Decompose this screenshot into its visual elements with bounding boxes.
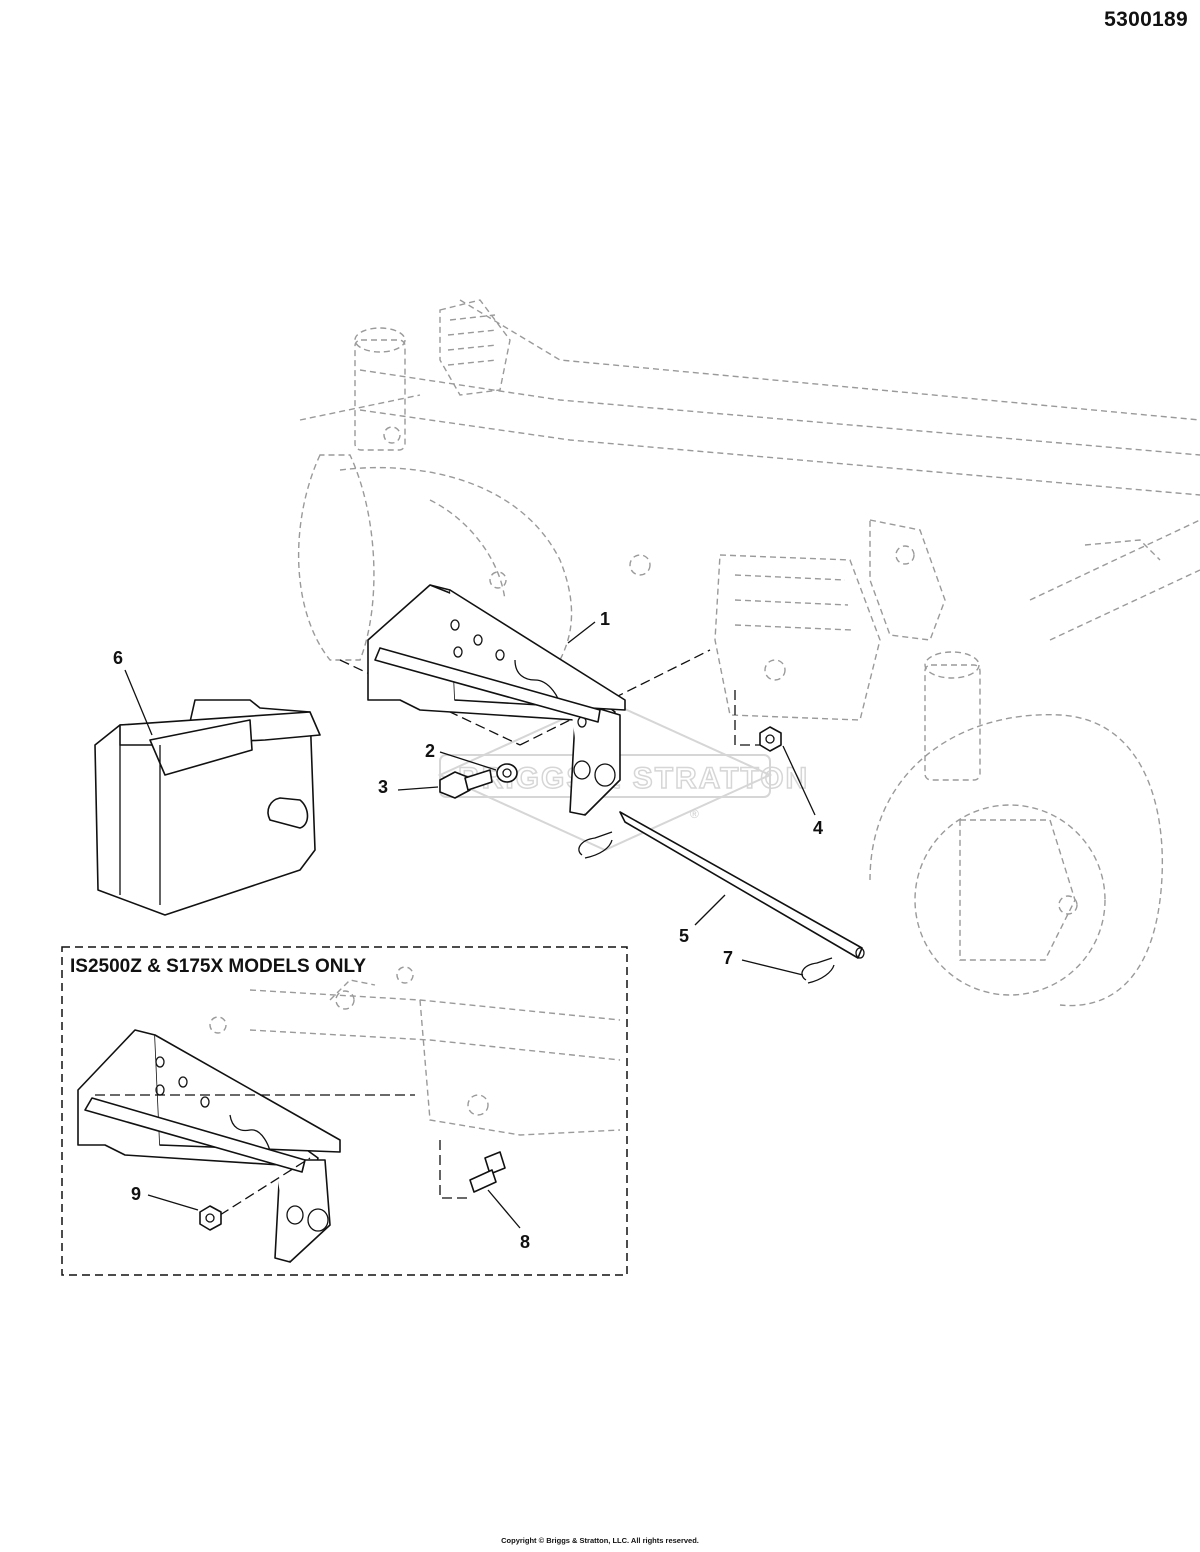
callout-4: 4 bbox=[813, 818, 823, 838]
copyright-notice: Copyright © Briggs & Stratton, LLC. All … bbox=[501, 1536, 699, 1545]
document-number: 5300189 bbox=[1104, 8, 1188, 31]
shoulder-bolt-part bbox=[469, 1151, 506, 1193]
callout-1: 1 bbox=[600, 609, 610, 629]
callout-9: 9 bbox=[131, 1184, 141, 1204]
hex-nut-part bbox=[759, 726, 782, 752]
callout-5: 5 bbox=[679, 926, 689, 946]
suitcase-weight-part bbox=[94, 699, 321, 916]
callout-8: 8 bbox=[520, 1232, 530, 1252]
callout-leaders bbox=[124, 621, 816, 1229]
bolt-part bbox=[439, 769, 493, 799]
callout-3: 3 bbox=[378, 777, 388, 797]
callout-6: 6 bbox=[113, 648, 123, 668]
rod-part bbox=[619, 811, 865, 959]
watermark-trademark: ® bbox=[690, 807, 699, 821]
callout-numbers: 1 2 3 4 5 6 7 8 9 bbox=[113, 609, 823, 1252]
brand-watermark-logo: BRIGGS & STRATTON ® bbox=[437, 698, 808, 852]
washer-part bbox=[496, 763, 518, 783]
callout-7: 7 bbox=[723, 948, 733, 968]
callout-2: 2 bbox=[425, 741, 435, 761]
flange-nut-part bbox=[199, 1205, 222, 1231]
inset-title: IS2500Z & S175X MODELS ONLY bbox=[70, 956, 367, 977]
ghost-mower-frame bbox=[297, 299, 1200, 1007]
models-only-inset bbox=[61, 946, 628, 1276]
hairpin-clip-part bbox=[578, 831, 835, 984]
weight-bracket-part bbox=[367, 584, 626, 816]
